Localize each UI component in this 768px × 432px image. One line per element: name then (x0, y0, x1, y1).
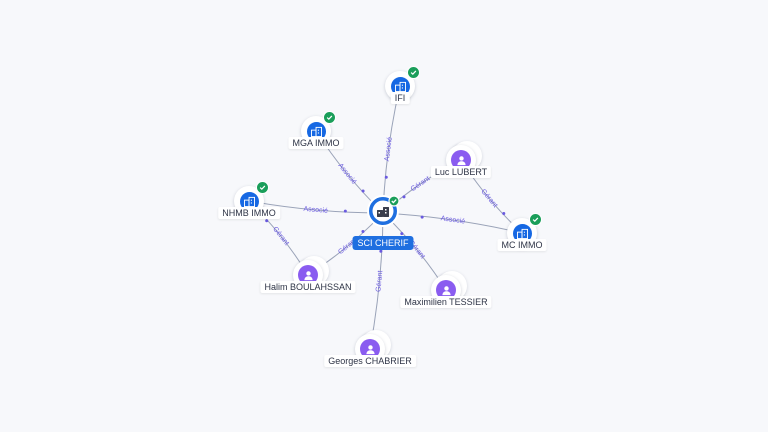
verified-check-icon (388, 195, 400, 207)
edge-label-luc-center: Gérant (410, 175, 432, 193)
verified-check-icon (323, 111, 336, 124)
node-label: Georges CHABRIER (324, 355, 416, 367)
person-icon (360, 339, 380, 359)
building-icon (377, 207, 389, 217)
center-node-pin[interactable] (366, 195, 400, 229)
person-icon (298, 265, 318, 285)
person-icon (436, 280, 456, 300)
center-node-label[interactable]: SCI CHERIF (352, 236, 414, 250)
node-label: Halim BOULAHSSAN (260, 281, 356, 293)
node-halim[interactable]: Halim BOULAHSSAN (260, 256, 356, 293)
edge-direction-marker (361, 230, 365, 234)
edge-direction-marker (343, 209, 347, 213)
node-label: MC IMMO (497, 239, 547, 251)
building-icon (306, 121, 326, 141)
edge-direction-marker (265, 219, 269, 223)
building-icon (239, 191, 259, 211)
node-georges[interactable]: Georges CHABRIER (324, 330, 416, 367)
edge-label-halim-nhmb: Gérant (271, 226, 290, 247)
edge-direction-marker (502, 212, 506, 216)
node-label: MGA IMMO (288, 137, 344, 149)
node-mga[interactable]: MGA IMMO (288, 111, 344, 149)
node-ifi[interactable]: IFI (385, 66, 420, 104)
edge-direction-marker (400, 232, 404, 236)
verified-check-icon (256, 181, 269, 194)
edge-direction-marker (402, 195, 406, 199)
edge-label-ifi-center: Associé (384, 136, 394, 161)
node-label: NHMB IMMO (218, 207, 280, 219)
node-label: Maximilien TESSIER (400, 296, 492, 308)
building-icon (512, 223, 532, 243)
verified-check-icon (529, 213, 542, 226)
node-mc[interactable]: MC IMMO (497, 213, 547, 251)
node-label: Luc LUBERT (430, 166, 492, 178)
edge-label-luc-mc: Gérant (479, 188, 498, 209)
edge-label-nhmb-center: Associé (303, 206, 328, 215)
verified-check-icon (407, 66, 420, 79)
edge-direction-marker (379, 249, 383, 253)
edge-direction-marker (420, 215, 424, 219)
node-label: IFI (390, 92, 410, 104)
building-icon (390, 76, 410, 96)
edge-label-mga-center: Associé (336, 162, 357, 185)
node-disc (385, 66, 420, 101)
edge-direction-marker (361, 189, 365, 193)
edge-label-mc-center: Associé (440, 215, 465, 225)
person-icon (451, 150, 471, 170)
edge-direction-marker (384, 175, 388, 179)
node-luc[interactable]: Luc LUBERT (430, 141, 492, 178)
edge-label-georges-center: Gérant (375, 270, 384, 292)
node-nhmb[interactable]: NHMB IMMO (218, 181, 280, 219)
node-maxi[interactable]: Maximilien TESSIER (400, 271, 492, 308)
